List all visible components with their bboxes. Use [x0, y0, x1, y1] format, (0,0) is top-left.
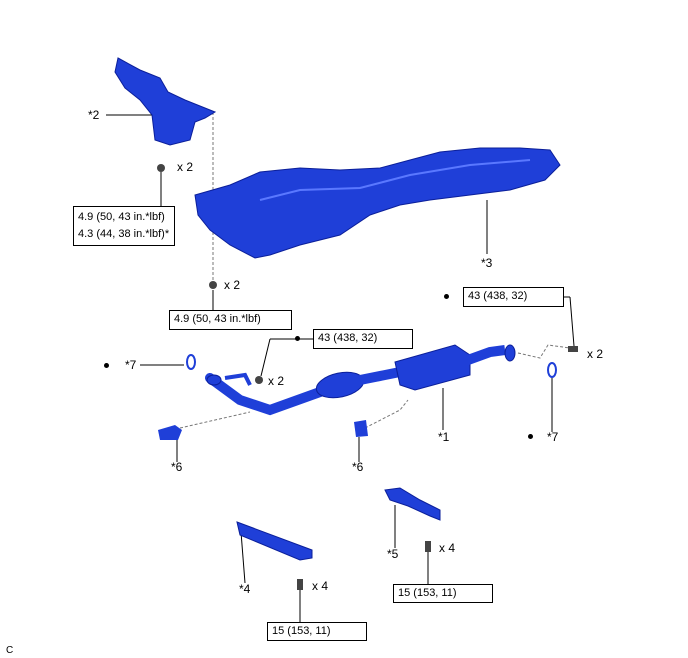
torque-box-bracket-5: 15 (153, 11)	[393, 584, 493, 603]
quantity-label: x 2	[587, 347, 604, 361]
label-part-7: *7	[125, 358, 137, 372]
label-part-2: *2	[88, 108, 100, 122]
torque-box-insulator-3: 4.9 (50, 43 in.*lbf)	[169, 310, 292, 330]
quantity-label: x 2	[268, 374, 285, 388]
label-part-4: *4	[239, 582, 251, 596]
label-part-6: *6	[171, 460, 183, 474]
heat-insulator-3	[194, 147, 561, 259]
torque-box-bracket-4: 15 (153, 11)	[267, 622, 367, 641]
quantity-label: x 4	[312, 579, 329, 593]
bracket-5	[384, 487, 441, 521]
bolt-icon	[157, 164, 165, 172]
dashed-guide	[179, 411, 251, 429]
label-part-1: *1	[438, 430, 450, 444]
bracket-4	[236, 521, 313, 561]
dashed-guide	[364, 399, 409, 429]
exhaust-pipe-assembly	[205, 344, 516, 416]
bolt-icon	[425, 541, 431, 552]
torque-box-front-nut: 43 (438, 32)	[313, 329, 413, 349]
label-part-6: *6	[352, 460, 364, 474]
torque-value: 4.9 (50, 43 in.*lbf)	[78, 211, 165, 223]
gasket-7-front	[186, 354, 196, 370]
quantity-label: x 2	[177, 160, 194, 174]
label-part-3: *3	[481, 256, 493, 270]
dashed-guide	[517, 344, 571, 359]
bullet-icon	[528, 434, 533, 439]
nut-icon	[255, 376, 263, 384]
bolt-icon	[568, 346, 578, 352]
label-part-7: *7	[547, 430, 559, 444]
gasket-7-rear	[547, 362, 557, 378]
label-part-5: *5	[387, 547, 399, 561]
part-6-right	[354, 420, 368, 437]
heat-insulator-2	[114, 57, 217, 146]
bolt-icon	[209, 281, 217, 289]
torque-box-insulator-2: 4.9 (50, 43 in.*lbf) 4.3 (44, 38 in.*lbf…	[73, 206, 175, 246]
corner-code: C	[6, 645, 14, 656]
torque-box-rear-bolt: 43 (438, 32)	[463, 287, 564, 307]
quantity-label: x 4	[439, 541, 456, 555]
bullet-icon	[104, 363, 109, 368]
part-6-left	[158, 425, 182, 440]
bolt-icon	[297, 579, 303, 590]
bullet-icon	[295, 336, 300, 341]
bullet-icon	[444, 294, 449, 299]
quantity-label: x 2	[224, 278, 241, 292]
torque-value: 4.3 (44, 38 in.*lbf)*	[78, 228, 170, 240]
